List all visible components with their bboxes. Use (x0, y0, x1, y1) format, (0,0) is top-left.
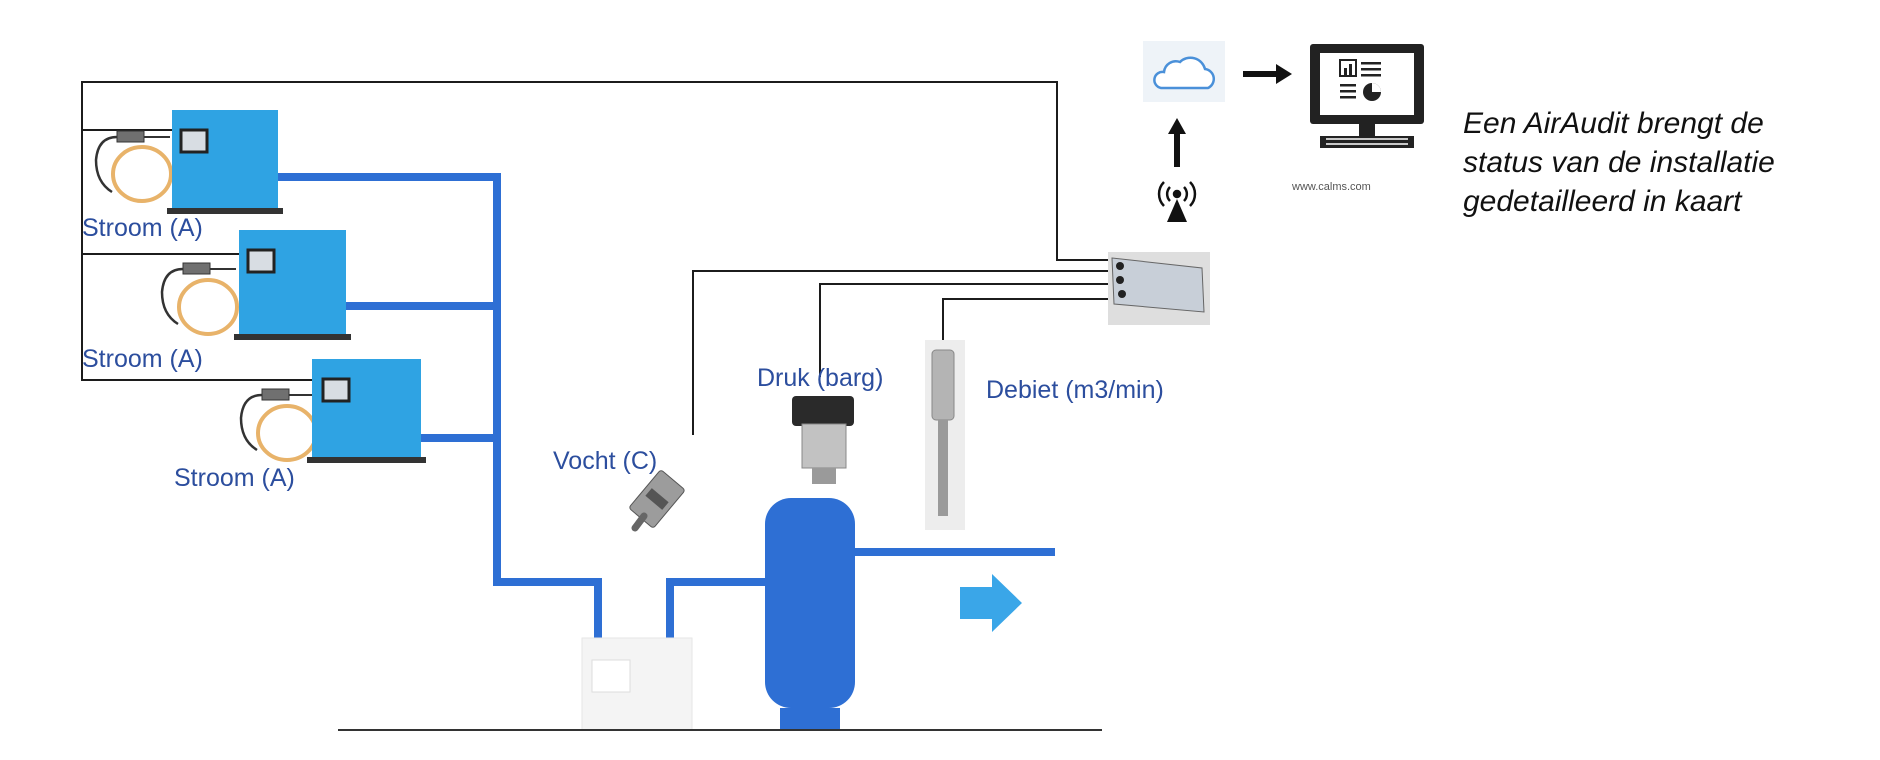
current-label-2: Stroom (A) (82, 345, 203, 373)
air-pipes (278, 173, 1055, 638)
compressor-1 (167, 110, 283, 214)
humidity-sensor (629, 470, 685, 532)
pressure-label: Druk (barg) (757, 364, 884, 392)
current-clamp-3 (239, 388, 318, 462)
computer-monitor-icon (1310, 44, 1424, 148)
compressor-2 (234, 230, 351, 340)
data-logger (1108, 252, 1210, 325)
flow-meter (925, 340, 965, 530)
current-label-3: Stroom (A) (174, 464, 295, 492)
current-clamp-2 (160, 262, 239, 336)
flow-label: Debiet (m3/min) (986, 376, 1164, 404)
flow-arrow (960, 574, 1022, 632)
compressor-3 (307, 359, 426, 463)
wireless-antenna-icon (1157, 181, 1197, 222)
caption-line: Een AirAudit brengt de (1463, 107, 1764, 140)
pressure-sensor (792, 396, 854, 484)
air-receiver-tank (765, 498, 855, 730)
humidity-label: Vocht (C) (553, 447, 658, 475)
arrow-up-icon (1168, 118, 1186, 167)
cloud-icon (1143, 41, 1225, 102)
signal-wires (81, 81, 1108, 435)
dryer-unit (581, 637, 693, 731)
caption-line: status van de installatie (1463, 146, 1775, 179)
caption-text: Een AirAudit brengt de status van de ins… (1463, 104, 1880, 221)
caption-line: gedetailleerd in kaart (1463, 185, 1742, 218)
current-clamp-1 (94, 130, 173, 203)
arrow-right-icon (1243, 64, 1292, 84)
current-label-1: Stroom (A) (82, 214, 203, 242)
website-link: www.calms.com (1292, 181, 1371, 193)
